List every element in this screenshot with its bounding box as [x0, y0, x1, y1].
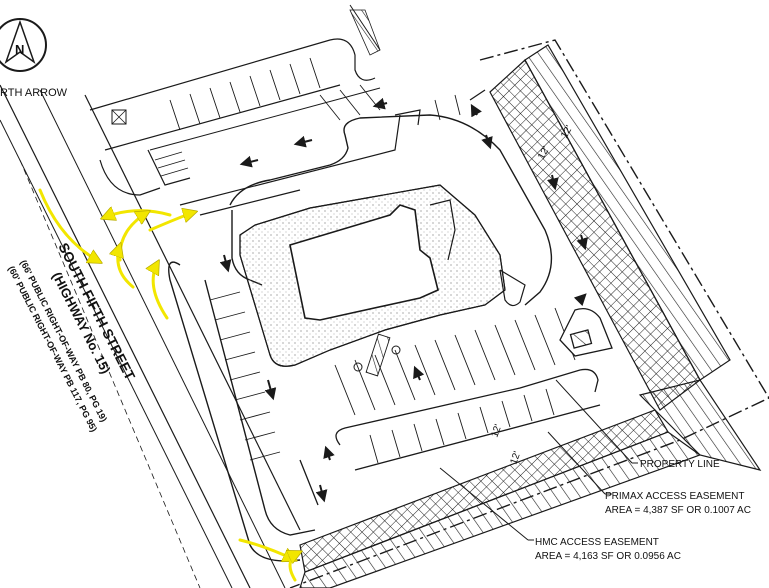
north-arrow-caption: RTH ARROW: [0, 87, 68, 99]
property-line-label: PROPERTY LINE: [640, 459, 720, 470]
street-lines: [0, 84, 301, 588]
access-highlight-arrows: [38, 188, 300, 582]
north-arrow: N RTH ARROW: [0, 18, 68, 99]
parking-stalls-south: [369, 388, 555, 464]
callout-leaders: [439, 379, 638, 541]
traffic-arrows: [219, 97, 588, 503]
north-arrow-letter: N: [15, 42, 24, 57]
callout-texts: PROPERTY LINE PRIMAX ACCESS EASEMENT ARE…: [535, 459, 751, 562]
utility-box: [111, 109, 127, 125]
primax-easement-band: [489, 44, 731, 411]
crosswalk: [365, 333, 391, 377]
hmc-easement-area: AREA = 4,163 SF OR 0.0956 AC: [535, 551, 681, 562]
parking-stalls-upper-aisle: [319, 84, 461, 121]
south-parking-row: [299, 368, 601, 506]
dumpster-enclosure: [559, 307, 613, 357]
dimension-bottom-b: 12': [508, 450, 523, 466]
parking-stalls-north: [154, 57, 321, 177]
hmc-easement-title: HMC ACCESS EASEMENT: [535, 537, 659, 548]
building-footprint: [289, 204, 439, 321]
accessible-symbols: [353, 345, 401, 372]
primax-easement-area: AREA = 4,387 SF OR 0.1007 AC: [605, 505, 751, 516]
parking-stalls-west: [209, 291, 281, 461]
drive-thru-lane: [429, 199, 526, 307]
hmc-easement-band: [299, 379, 762, 588]
primax-easement-title: PRIMAX ACCESS EASEMENT: [605, 491, 744, 502]
north-drive-aisle: [179, 89, 486, 216]
property-line: [289, 39, 769, 588]
dimension-bottom: 12': [489, 423, 504, 439]
north-parking-lot: [89, 4, 381, 196]
